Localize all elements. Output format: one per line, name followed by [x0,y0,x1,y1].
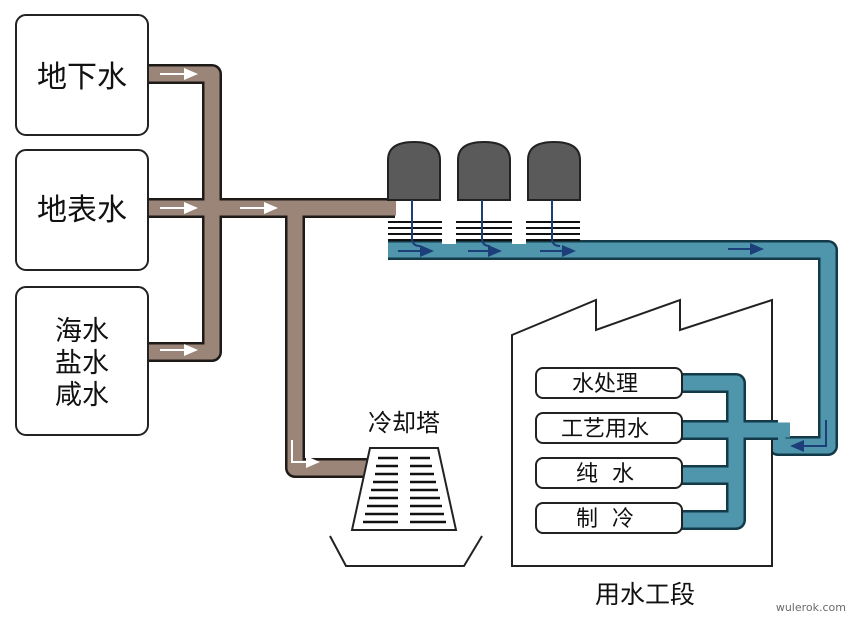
source-sea-salt-brackish: 海水 盐水 咸水 [15,286,149,436]
source-surface-water: 地表水 [15,149,149,271]
tank [387,140,441,201]
source-label: 海水 [55,316,109,347]
flow-arrow [790,420,827,452]
station-pure-water: 纯 水 [535,457,683,489]
station-label: 水处理 [572,372,638,397]
station-water-treatment: 水处理 [535,367,683,399]
source-label: 地下水 [37,60,127,95]
source-label: 咸水 [55,380,109,411]
source-label: 盐水 [55,348,109,379]
treatment-tanks [387,140,581,247]
cooling-tower: 冷却塔 [329,409,483,567]
factory: 水处理 工艺用水 纯 水 制 冷 用水工段 [511,298,790,609]
tank [527,140,581,201]
station-label: 工艺用水 [561,417,649,442]
flow-arrow [291,440,320,468]
station-process-water: 工艺用水 [535,412,683,444]
station-label: 纯 水 [576,462,634,487]
watermark: wulerok.com [776,601,846,614]
raw-water-pipes [148,64,396,478]
source-groundwater: 地下水 [15,14,149,136]
station-refrigeration: 制 冷 [535,502,683,534]
station-label: 制 冷 [576,507,634,532]
factory-label: 用水工段 [595,580,695,609]
cooling-tower-label: 冷却塔 [368,409,440,437]
tank [457,140,511,201]
source-label: 地表水 [37,193,127,228]
